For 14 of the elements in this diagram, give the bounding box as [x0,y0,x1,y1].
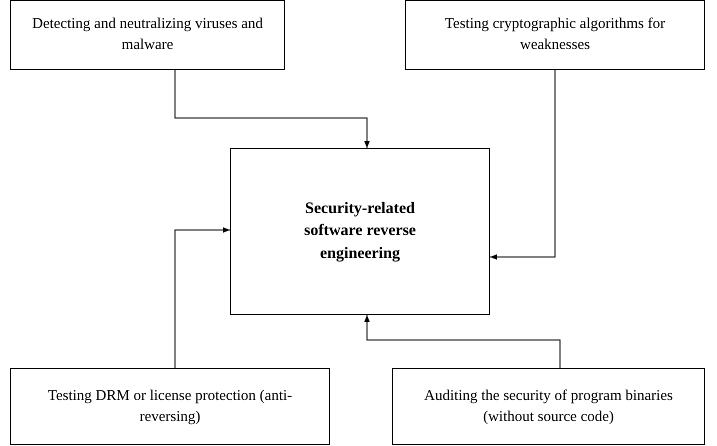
box-label: Testing DRM or license protection (anti-reversing) [46,386,294,426]
box-label: Auditing the security of program binaries (without source code) [423,386,674,426]
process-box [392,368,705,445]
box-label: Detecting and neutralizing viruses and malware [31,15,264,55]
process-box [10,368,330,445]
arrow [364,314,560,368]
box-label: Security-related software reverse engineering [303,198,417,264]
arrow [490,70,556,260]
central-box [230,148,490,315]
arrow [174,70,370,148]
process-box [10,0,285,70]
box-label: Testing cryptographic algorithms for weaknesses [444,15,666,55]
arrow [174,227,230,368]
process-box [405,0,705,70]
